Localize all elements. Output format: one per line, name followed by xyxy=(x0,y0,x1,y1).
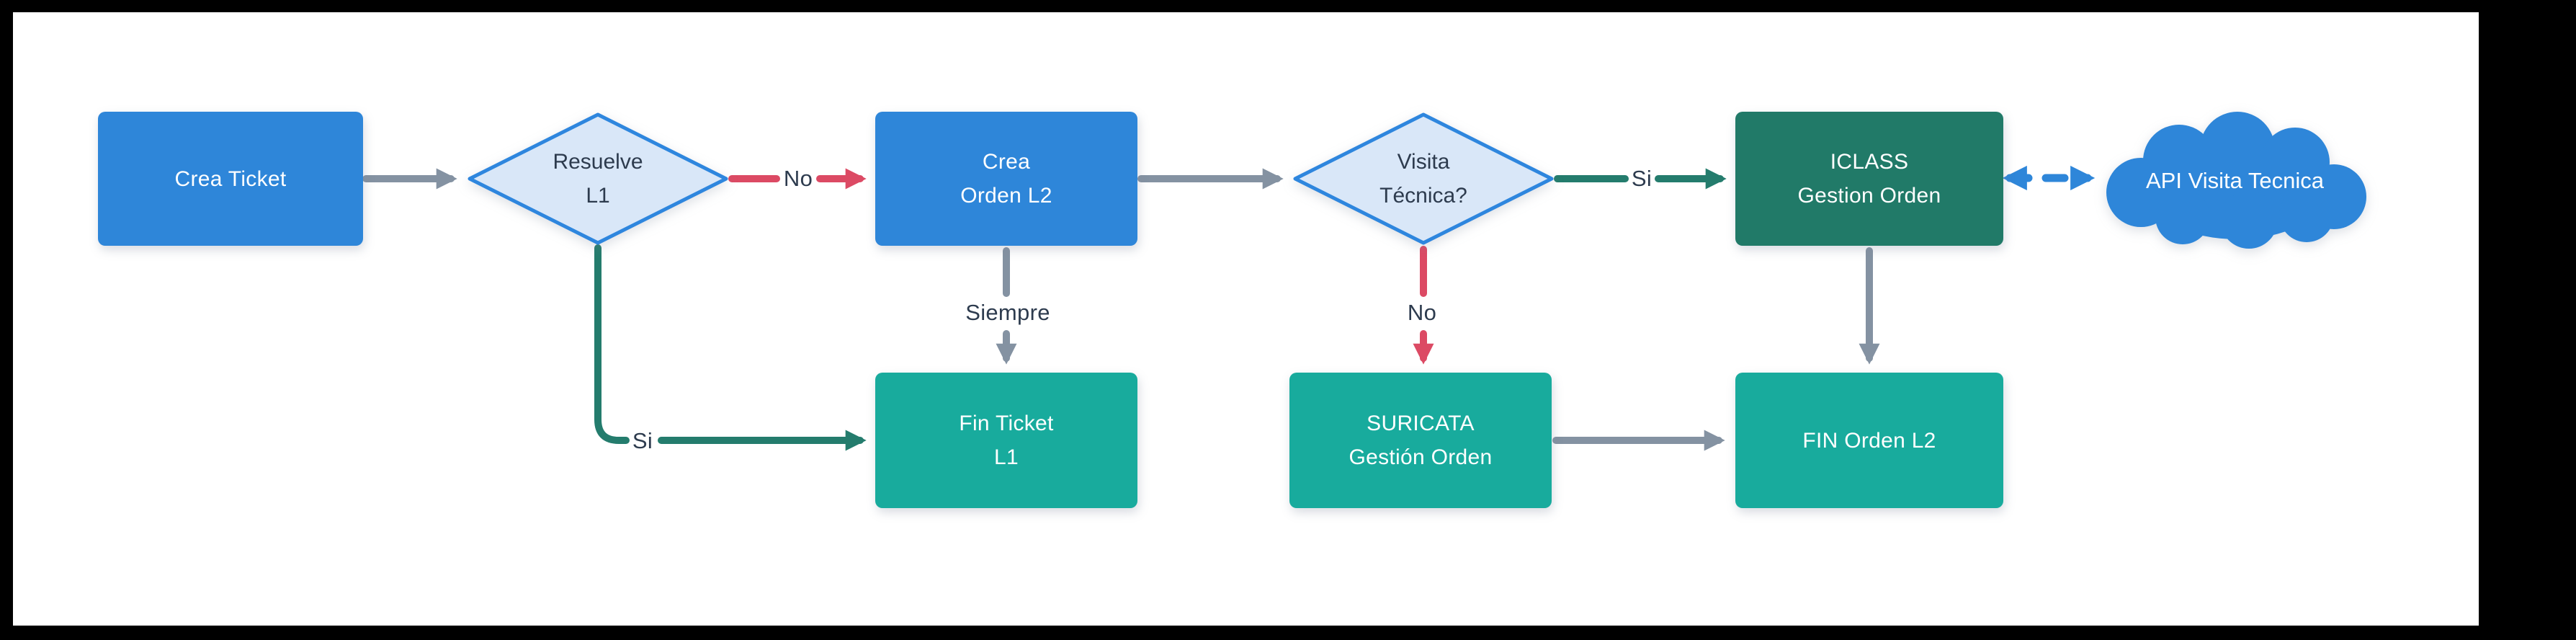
node-label-line2: Técnica? xyxy=(1379,184,1467,208)
edge-label-no-2: No xyxy=(1407,300,1437,325)
node-label-line2: Gestion Orden xyxy=(1797,184,1941,208)
edge-label-no: No xyxy=(783,166,813,191)
node-label-line1: Visita xyxy=(1397,150,1450,174)
node-label-line1: Fin Ticket xyxy=(959,412,1054,435)
node-iclass-gestion-orden: ICLASS Gestion Orden xyxy=(1735,112,2003,246)
node-label-line1: SURICATA xyxy=(1367,412,1475,435)
node-label-line2: Orden L2 xyxy=(960,184,1052,208)
node-label-line2: L1 xyxy=(586,184,610,208)
cloud-shape xyxy=(2106,112,2366,249)
node-label-line1: ICLASS xyxy=(1830,150,1909,174)
node-suricata-gestion-orden: SURICATA Gestión Orden xyxy=(1289,373,1552,508)
edge-resuelve-si-1 xyxy=(594,244,630,444)
node-fin-orden-l2: FIN Orden L2 xyxy=(1735,373,2003,508)
flow-connectors xyxy=(362,165,2096,451)
flowchart-canvas: Crea Ticket Resuelve L1 Crea Orden L2 Vi… xyxy=(13,12,2479,626)
node-label-line1: Crea xyxy=(982,150,1031,174)
edge-label-si: Si xyxy=(1631,166,1653,191)
node-visita-tecnica: Visita Técnica? xyxy=(1292,112,1555,245)
node-api-visita-tecnica: API Visita Tecnica xyxy=(2096,112,2374,250)
edge-label-siempre: Siempre xyxy=(965,300,1050,325)
node-label: Crea Ticket xyxy=(174,166,287,191)
node-crea-orden-l2: Crea Orden L2 xyxy=(875,112,1137,246)
node-label-line2: L1 xyxy=(994,445,1019,469)
node-label: FIN Orden L2 xyxy=(1802,428,1936,453)
node-crea-ticket: Crea Ticket xyxy=(98,112,363,246)
decision-diamond-shape xyxy=(1293,112,1554,245)
node-resuelve-l1: Resuelve L1 xyxy=(467,112,729,245)
node-label-line1: Resuelve xyxy=(553,150,643,174)
node-label-line2: Gestión Orden xyxy=(1349,445,1493,469)
decision-diamond-shape xyxy=(468,112,728,245)
edge-label-si-2: Si xyxy=(632,428,653,453)
node-label: API Visita Tecnica xyxy=(2146,168,2324,193)
node-fin-ticket-l1: Fin Ticket L1 xyxy=(875,373,1137,508)
